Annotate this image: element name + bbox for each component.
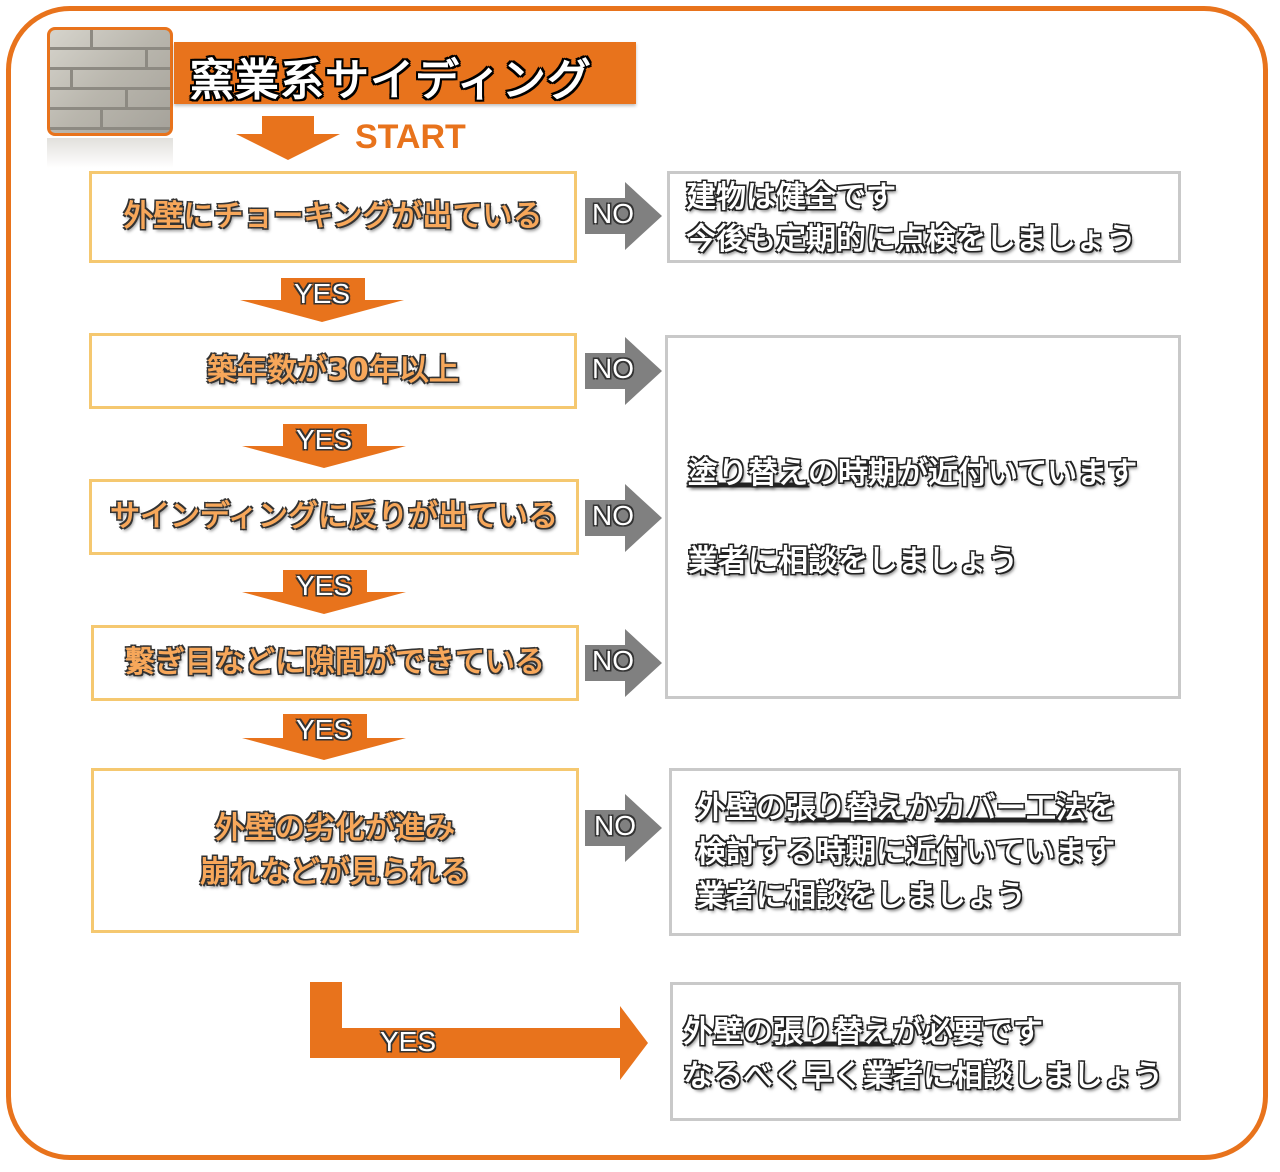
question-box-deterioration: 外壁の劣化が進み 崩れなどが見られる bbox=[91, 768, 579, 933]
question-box-age: 築年数が30年以上 bbox=[89, 333, 577, 409]
result-box-cover: 外壁の張り替えかカバー工法を 検討する時期に近付いています 業者に相談をしましょ… bbox=[669, 768, 1181, 936]
result-box-repaint: 塗り替えの時期が近付いています 業者に相談をしましょう bbox=[665, 335, 1181, 699]
question-text: 外壁の劣化が進み 崩れなどが見られる bbox=[200, 810, 470, 890]
outer-frame bbox=[6, 6, 1268, 1160]
result-line: なるべく早く業者に相談しましょう bbox=[683, 1059, 1163, 1094]
question-box-chalking: 外壁にチョーキングが出ている bbox=[89, 171, 577, 263]
result-box-healthy: 建物は健全です 今後も定期的に点検をしましょう bbox=[667, 171, 1181, 263]
no-label-1: NO bbox=[592, 198, 634, 229]
yes-label-3: YES bbox=[295, 570, 353, 601]
no-label-4: NO bbox=[592, 645, 634, 676]
no-label-3: NO bbox=[592, 500, 634, 531]
siding-photo bbox=[47, 27, 173, 136]
yes-arrow-1 bbox=[240, 278, 404, 322]
result-line: 検討する時期に近付いています bbox=[696, 835, 1116, 870]
start-arrow bbox=[236, 116, 340, 160]
question-text: サインディングに反りが出ている bbox=[110, 499, 558, 534]
yes-arrow-4 bbox=[242, 714, 406, 760]
result-line: 塗り替えの時期が近付いています bbox=[688, 456, 1138, 491]
no-label-5: NO bbox=[594, 810, 636, 841]
result-line: 外壁の張り替えが必要です bbox=[683, 1015, 1043, 1050]
yes-label-4: YES bbox=[295, 714, 353, 745]
question-text: 築年数が30年以上 bbox=[207, 353, 459, 388]
result-line: 今後も定期的に点検をしましょう bbox=[686, 222, 1136, 257]
result-line: 建物は健全です bbox=[686, 180, 896, 215]
no-arrow-4 bbox=[585, 629, 662, 697]
question-text: 外壁にチョーキングが出ている bbox=[123, 199, 543, 234]
yes-arrow-3 bbox=[242, 570, 406, 614]
start-label: START bbox=[355, 118, 466, 156]
question-box-warp: サインディングに反りが出ている bbox=[89, 479, 579, 555]
result-line: 業者に相談をしましょう bbox=[696, 879, 1026, 914]
page-title: 窯業系サイディング bbox=[190, 55, 592, 106]
result-line: 外壁の張り替えかカバー工法を bbox=[696, 791, 1116, 826]
no-label-2: NO bbox=[592, 353, 634, 384]
no-arrow-2 bbox=[585, 337, 662, 405]
result-line: 業者に相談をしましょう bbox=[688, 544, 1018, 579]
no-arrow-1 bbox=[585, 182, 662, 250]
yes-label-1: YES bbox=[293, 278, 351, 309]
photo-reflection bbox=[47, 138, 173, 168]
title-band bbox=[174, 42, 636, 104]
no-arrow-3 bbox=[585, 484, 662, 552]
question-text: 繋ぎ目などに隙間ができている bbox=[125, 645, 545, 680]
no-arrow-5 bbox=[585, 794, 662, 862]
question-box-gap: 繋ぎ目などに隙間ができている bbox=[91, 625, 579, 701]
yes-arrow-2 bbox=[242, 424, 406, 468]
yes-label-2: YES bbox=[295, 424, 353, 455]
yes-label-final: YES bbox=[379, 1026, 437, 1057]
result-box-replace: 外壁の張り替えが必要です なるべく早く業者に相談しましょう bbox=[670, 982, 1181, 1121]
yes-arrow-final bbox=[310, 982, 648, 1080]
